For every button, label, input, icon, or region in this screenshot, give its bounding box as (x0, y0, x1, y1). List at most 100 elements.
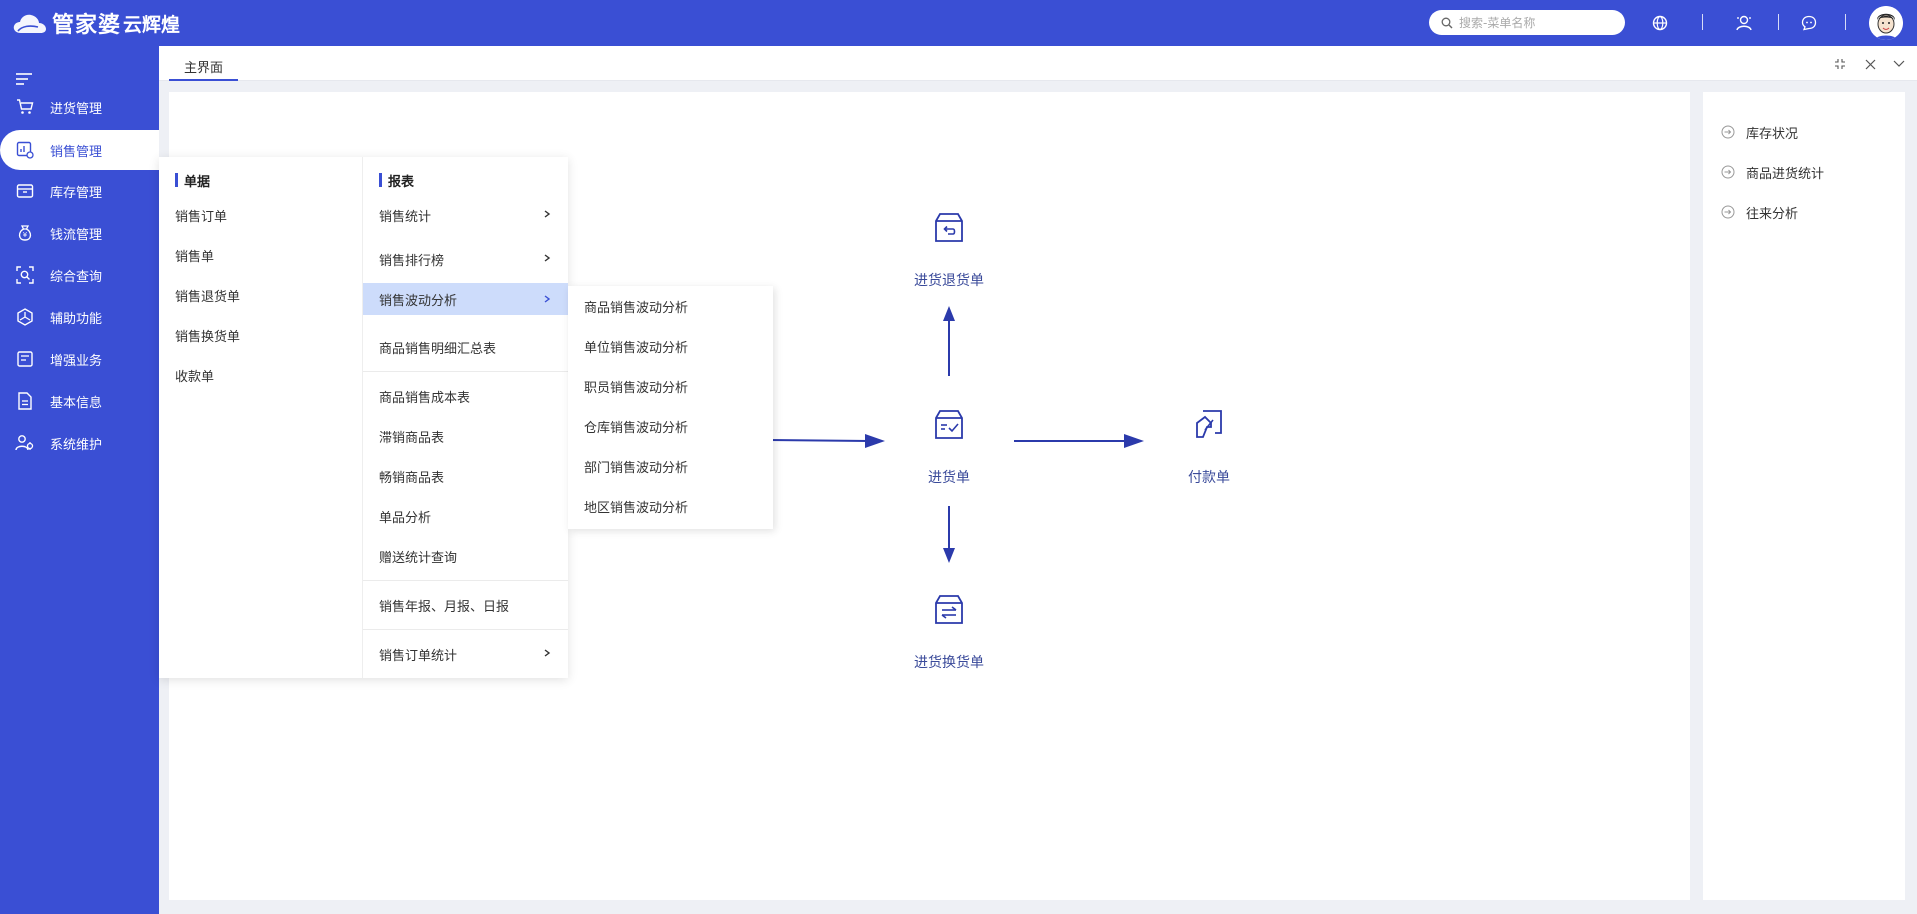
menu-item-sales-fluctuation[interactable]: 销售波动分析 (363, 283, 568, 315)
chevron-down-icon[interactable] (1891, 56, 1907, 72)
money-bag-icon: ¥ (14, 222, 36, 244)
flow-payment[interactable]: 付款单 (1169, 405, 1249, 487)
sidebar-item-label: 进货管理 (50, 101, 103, 117)
search-input[interactable] (1459, 15, 1619, 30)
flow-label: 进货单 (928, 470, 970, 486)
app-logo[interactable]: 管家婆 云辉煌 (12, 8, 180, 38)
sidebar-item-label: 系统维护 (50, 437, 103, 453)
menu-item-product-sales-summary[interactable]: 商品销售明细汇总表 (379, 341, 497, 357)
sidebar-item-cashflow[interactable]: ¥ 钱流管理 (0, 214, 159, 252)
sidebar-item-label: 库存管理 (50, 185, 103, 201)
sidebar-item-enhance[interactable]: 增强业务 (0, 340, 159, 378)
chevron-right-icon (544, 295, 551, 303)
sidebar-item-label: 综合查询 (50, 269, 103, 285)
submenu-item-product[interactable]: 商品销售波动分析 (584, 300, 689, 316)
menu-item-sales-cost[interactable]: 商品销售成本表 (379, 390, 471, 406)
sidebar-item-sales[interactable]: 销售管理 (0, 130, 159, 170)
sidebar-item-system[interactable]: 系统维护 (0, 424, 159, 462)
flow-purchase-return[interactable]: 进货退货单 (909, 208, 989, 290)
menu-toggle-icon[interactable] (15, 72, 35, 88)
users-gear-icon (14, 432, 36, 454)
menu-item-slow-moving[interactable]: 滞销商品表 (379, 430, 445, 446)
quick-link-label: 往来分析 (1746, 206, 1799, 222)
divider (363, 371, 568, 372)
user-service-icon[interactable] (1733, 12, 1755, 34)
sidebar-item-inventory[interactable]: 库存管理 (0, 172, 159, 210)
sales-dropdown-menu: 单据 销售订单 销售单 销售退货单 销售换货单 收款单 报表 销售统计 销售排行… (159, 157, 568, 678)
separator (1845, 14, 1846, 30)
top-bar: 管家婆 云辉煌 (0, 0, 1917, 46)
cart-icon (14, 96, 36, 118)
sales-icon (14, 139, 36, 161)
sidebar: 进货管理 销售管理 库存管理 ¥ 钱流管理 综合查询 辅助功能 增强业务 基本信… (0, 46, 159, 914)
exchange-box-icon (929, 590, 969, 630)
chevron-right-icon (544, 254, 551, 262)
menu-col-reports: 报表 销售统计 销售排行榜 销售波动分析 商品销售明细汇总表 商品销售成本表 滞… (363, 157, 568, 678)
menu-item-sales-ranking[interactable]: 销售排行榜 (363, 239, 568, 279)
menu-item-period-reports[interactable]: 销售年报、月报、日报 (379, 599, 510, 615)
flow-label: 付款单 (1188, 470, 1230, 486)
menu-item-label: 销售排行榜 (379, 253, 445, 269)
menu-item-order-stats[interactable]: 销售订单统计 (363, 634, 568, 674)
quick-link-account-analysis[interactable]: 往来分析 (1721, 202, 1798, 222)
quick-links-panel: 库存状况 商品进货统计 往来分析 (1703, 92, 1905, 900)
cloud-logo-icon (13, 14, 46, 33)
menu-item-gift-stats[interactable]: 赠送统计查询 (379, 550, 458, 566)
sidebar-item-purchase[interactable]: 进货管理 (0, 88, 159, 126)
sidebar-item-label: 增强业务 (50, 353, 103, 369)
divider (363, 629, 568, 630)
flow-purchase-exchange[interactable]: 进货换货单 (909, 590, 989, 672)
tab-bar: 主界面 (159, 46, 1917, 81)
menu-item-sales-exchange[interactable]: 销售换货单 (175, 329, 241, 345)
globe-icon[interactable] (1649, 12, 1671, 34)
submenu-item-staff[interactable]: 职员销售波动分析 (584, 380, 689, 396)
sidebar-item-query[interactable]: 综合查询 (0, 256, 159, 294)
avatar[interactable] (1869, 6, 1903, 40)
sidebar-item-basic-info[interactable]: 基本信息 (0, 382, 159, 420)
separator (1702, 14, 1703, 30)
submenu-item-region[interactable]: 地区销售波动分析 (584, 500, 689, 516)
payment-icon (1189, 405, 1229, 445)
sidebar-item-helper[interactable]: 辅助功能 (0, 298, 159, 336)
flow-arrows (768, 306, 1144, 563)
svg-text:¥: ¥ (23, 231, 28, 239)
separator (1778, 14, 1779, 30)
enter-icon (1721, 205, 1735, 219)
menu-item-label: 销售订单统计 (379, 648, 458, 664)
sidebar-item-label: 辅助功能 (50, 311, 103, 327)
quick-link-purchase-stats[interactable]: 商品进货统计 (1721, 162, 1824, 182)
search-icon (1441, 17, 1453, 28)
menu-col-documents: 单据 销售订单 销售单 销售退货单 销售换货单 收款单 (159, 157, 363, 678)
menu-item-sales-order[interactable]: 销售订单 (175, 209, 228, 225)
menu-col-title: 报表 (379, 171, 414, 190)
menu-search[interactable] (1429, 10, 1625, 35)
quick-link-stock-status[interactable]: 库存状况 (1721, 122, 1798, 142)
check-box-icon (929, 405, 969, 445)
sidebar-item-label: 钱流管理 (50, 227, 103, 243)
document-icon (14, 390, 36, 412)
fluctuation-submenu: 商品销售波动分析 单位销售波动分析 职员销售波动分析 仓库销售波动分析 部门销售… (568, 286, 773, 529)
enhance-icon (14, 348, 36, 370)
submenu-item-unit[interactable]: 单位销售波动分析 (584, 340, 689, 356)
submenu-item-department[interactable]: 部门销售波动分析 (584, 460, 689, 476)
submenu-item-warehouse[interactable]: 仓库销售波动分析 (584, 420, 689, 436)
menu-item-single-product[interactable]: 单品分析 (379, 510, 432, 526)
close-icon[interactable] (1862, 56, 1878, 72)
helper-icon (14, 306, 36, 328)
chat-icon[interactable] (1798, 12, 1820, 34)
sidebar-item-label: 销售管理 (50, 144, 103, 160)
menu-item-receipt[interactable]: 收款单 (175, 369, 215, 385)
menu-item-label: 销售波动分析 (379, 293, 458, 309)
enter-icon (1721, 165, 1735, 179)
menu-item-sales-stats[interactable]: 销售统计 (363, 195, 568, 235)
quick-link-label: 商品进货统计 (1746, 166, 1825, 182)
menu-item-sales-bill[interactable]: 销售单 (175, 249, 215, 265)
menu-item-sales-return[interactable]: 销售退货单 (175, 289, 241, 305)
quick-link-label: 库存状况 (1746, 126, 1799, 142)
tab-home[interactable]: 主界面 (169, 54, 239, 81)
sidebar-item-label: 基本信息 (50, 395, 103, 411)
enter-icon (1721, 125, 1735, 139)
fullscreen-icon[interactable] (1832, 56, 1848, 72)
flow-purchase-order[interactable]: 进货单 (909, 405, 989, 487)
menu-item-best-selling[interactable]: 畅销商品表 (379, 470, 445, 486)
